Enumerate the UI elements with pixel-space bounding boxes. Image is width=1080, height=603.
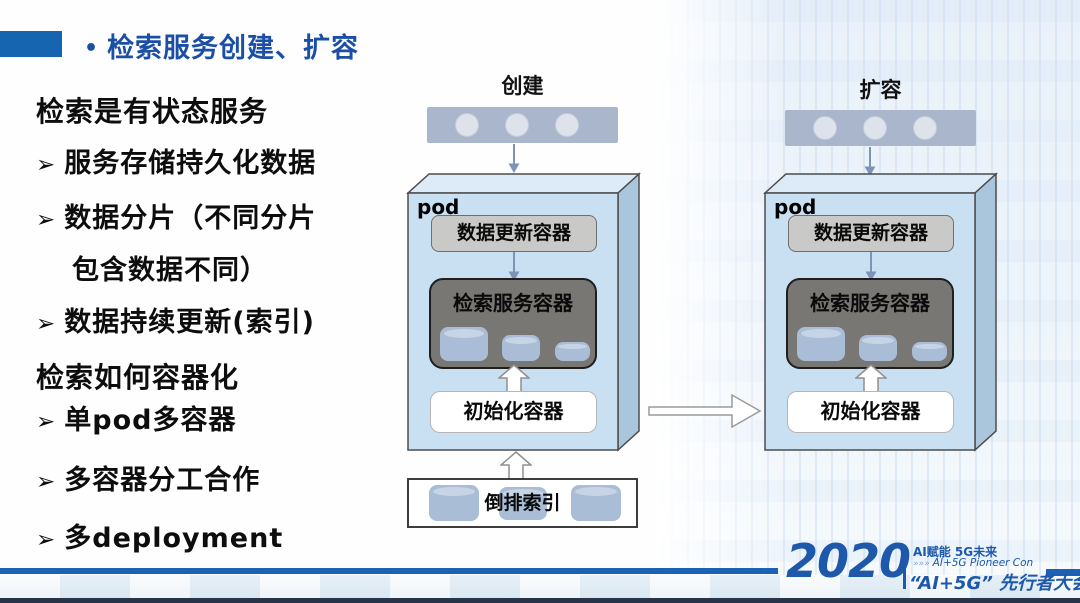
bullet-item-text: 多容器分工合作 xyxy=(64,465,261,496)
bullet-item-text: 数据持续更新(索引) xyxy=(64,307,315,338)
footer-rule-dash xyxy=(1046,569,1080,576)
arrow-down-icon xyxy=(865,252,877,281)
arrow-bullet-icon: ➢ xyxy=(36,152,57,178)
diagram-scale: 扩容 pod 数据更新容器 检索服务容器 初始化容器 xyxy=(760,70,1010,550)
service-node-dot xyxy=(555,113,579,137)
logo-year: 2020 xyxy=(786,534,911,588)
arrow-down-icon xyxy=(508,252,520,281)
arrow-bullet-icon: ➢ xyxy=(36,469,57,495)
service-node-dot xyxy=(455,113,479,137)
service-node-dot xyxy=(813,116,837,140)
service-node-dot xyxy=(913,116,937,140)
search-container-label: 检索服务容器 xyxy=(453,291,573,315)
bullet-item-sharding: ➢ 数据分片（不同分片 xyxy=(36,196,316,235)
arrow-down-icon xyxy=(864,147,876,176)
index-data-cylinder xyxy=(429,485,479,521)
arrow-down-icon xyxy=(508,144,520,173)
left-text-panel: 检索是有状态服务 ➢ 服务存储持久化数据 ➢ 数据分片（不同分片 包含数据不同） ➢… xyxy=(0,0,400,560)
init-container-box: 初始化容器 xyxy=(430,391,597,433)
section-heading-stateful: 检索是有状态服务 xyxy=(36,95,269,128)
arrow-bullet-icon: ➢ xyxy=(36,311,57,337)
service-node-dot xyxy=(863,116,887,140)
block-arrow-up-icon xyxy=(498,364,530,394)
arrow-bullet-icon: ➢ xyxy=(36,527,57,553)
logo-event-name: “AI+5G” 先行者大会 xyxy=(909,573,1080,594)
update-container-box: 数据更新容器 xyxy=(788,215,954,252)
service-bar xyxy=(785,110,976,146)
service-node-dot xyxy=(505,113,529,137)
index-data-cylinder xyxy=(499,487,547,520)
bullet-item-text: 服务存储持久化数据 xyxy=(64,148,317,179)
update-container-box: 数据更新容器 xyxy=(431,215,597,252)
data-shard-cylinder xyxy=(797,327,845,361)
title-bullet: • xyxy=(84,36,100,61)
data-shard-cylinder xyxy=(912,342,947,361)
data-shard-cylinder xyxy=(440,327,488,361)
diagram-create: 创建 pod 数据更新容器 检索服务容器 初始化容器 倒排索引 xyxy=(403,70,653,550)
bullet-item-index-update: ➢ 数据持续更新(索引) xyxy=(36,300,315,339)
arrow-bullet-icon: ➢ xyxy=(36,409,57,435)
bullet-item-multi-deployment: ➢ 多deployment xyxy=(36,516,283,555)
footer-rule-line xyxy=(0,568,778,574)
bottom-edge-line xyxy=(0,598,1080,603)
page-title-text: 检索服务创建、扩容 xyxy=(107,33,360,64)
bullet-item-multi-container: ➢ 多容器分工合作 xyxy=(36,458,260,497)
logo-divider xyxy=(903,545,906,589)
bullet-item-single-pod: ➢ 单pod多容器 xyxy=(36,398,237,437)
bullet-item-text: 多deployment xyxy=(64,523,284,554)
logo-tagline-en: »»»AI+5G Pioneer Con xyxy=(913,557,1033,569)
inverted-index-label: 倒排索引 xyxy=(484,492,561,514)
arrow-bullet-icon: ➢ xyxy=(36,207,57,233)
page-title: • 检索服务创建、扩容 xyxy=(84,26,359,65)
init-container-box: 初始化容器 xyxy=(787,391,954,433)
block-arrow-right-icon xyxy=(648,393,762,429)
data-shard-cylinder xyxy=(555,342,590,361)
index-data-cylinder xyxy=(571,485,621,521)
block-arrow-up-icon xyxy=(500,451,532,481)
section-heading-containerize: 检索如何容器化 xyxy=(36,361,240,394)
search-container-label: 检索服务容器 xyxy=(810,291,930,315)
chevrons-icon: »»» xyxy=(913,559,930,569)
logo-tagline-en-text: AI+5G Pioneer Con xyxy=(932,557,1034,569)
logo-tagline-cn: AI赋能 5G未来 xyxy=(913,545,998,559)
diagram-scale-title: 扩容 xyxy=(859,78,902,102)
bullet-item-text: 单pod多容器 xyxy=(64,405,237,436)
diagram-create-title: 创建 xyxy=(501,74,544,98)
data-shard-cylinder xyxy=(502,335,540,361)
service-bar xyxy=(427,107,618,143)
bullet-item-sharding-wrap: 包含数据不同） xyxy=(72,248,268,287)
bullet-item-persistence: ➢ 服务存储持久化数据 xyxy=(36,141,316,180)
title-marker-bar xyxy=(0,31,62,57)
block-arrow-up-icon xyxy=(855,364,887,394)
bullet-item-text: 数据分片（不同分片 xyxy=(64,203,317,234)
data-shard-cylinder xyxy=(859,335,897,361)
bullet-item-text: 包含数据不同） xyxy=(72,255,268,286)
